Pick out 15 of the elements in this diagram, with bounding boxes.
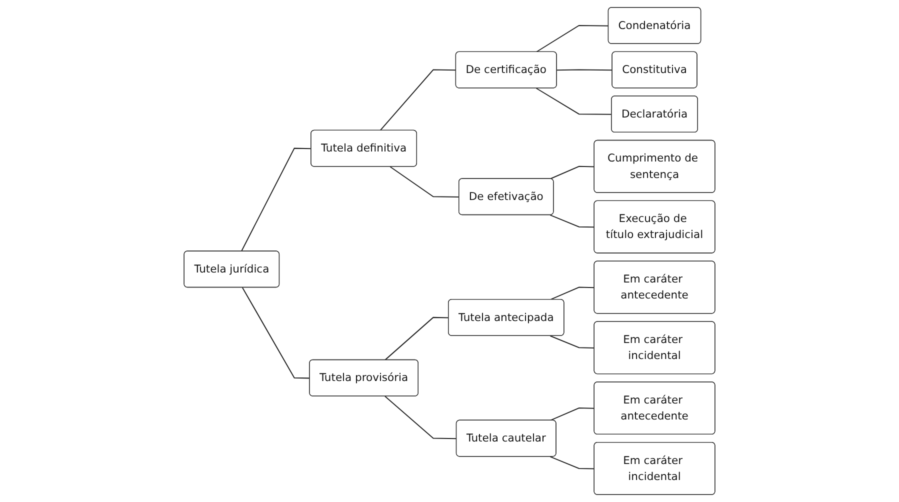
connector [536, 24, 609, 52]
connector [550, 286, 594, 300]
connector [536, 88, 612, 115]
connector [550, 214, 594, 228]
connector [550, 408, 594, 421]
connector [550, 335, 594, 348]
connector [550, 166, 594, 180]
connector [390, 166, 460, 198]
connector [380, 69, 456, 131]
connector [384, 316, 449, 360]
connector [240, 148, 312, 252]
connector [556, 69, 612, 71]
connector [384, 396, 457, 440]
connector [242, 287, 310, 379]
connector [550, 456, 594, 470]
